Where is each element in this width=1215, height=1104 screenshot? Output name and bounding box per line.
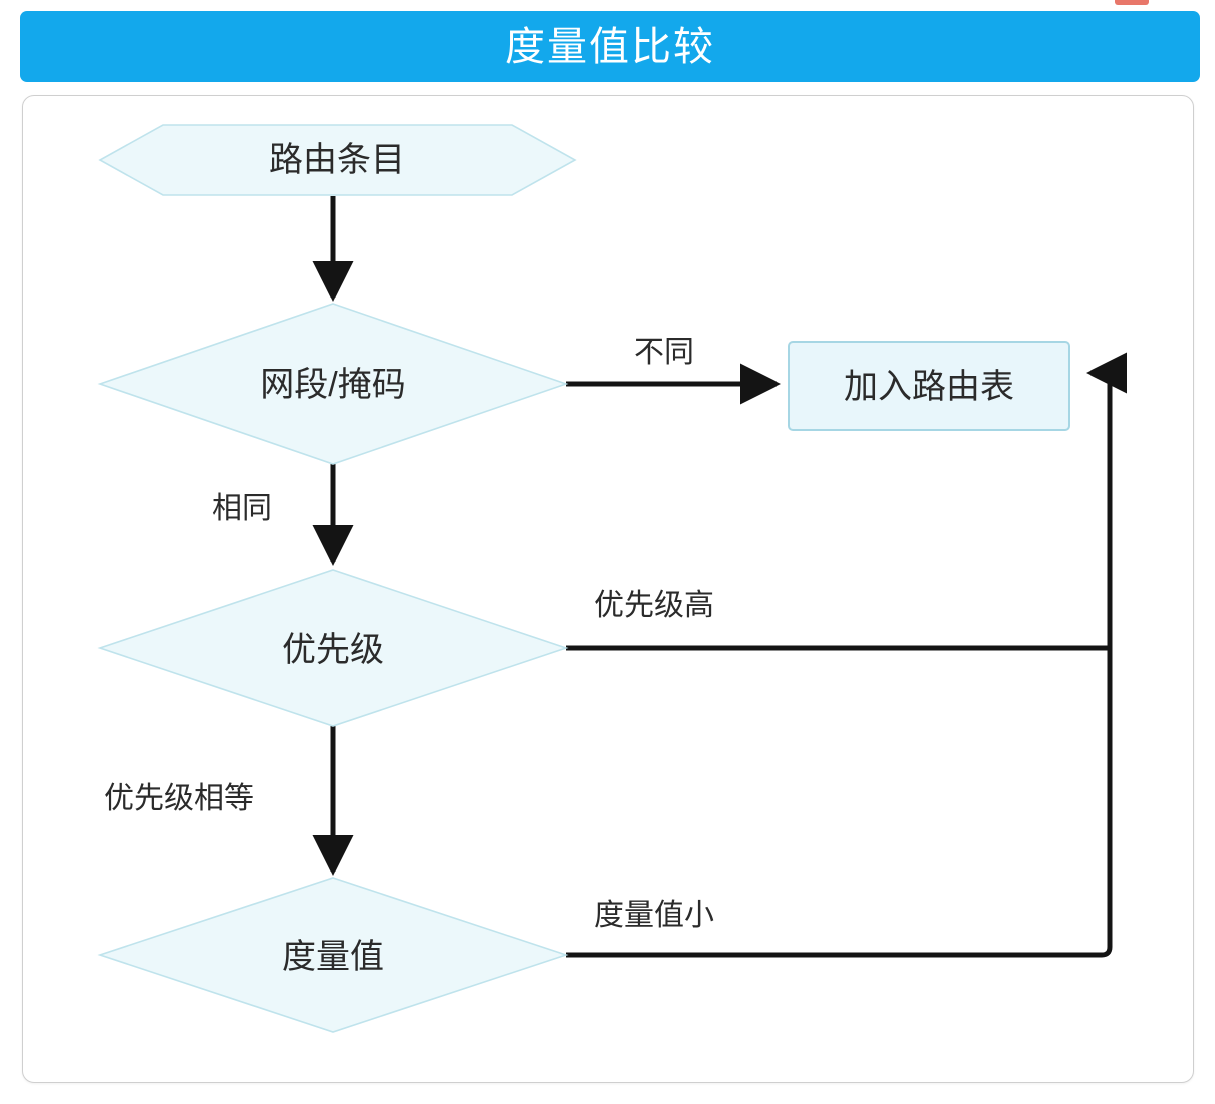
title-banner: 度量值比较	[20, 11, 1200, 82]
red-tab-sliver	[1115, 0, 1149, 5]
diagram-card	[22, 95, 1194, 1083]
page-title: 度量值比较	[505, 24, 715, 69]
